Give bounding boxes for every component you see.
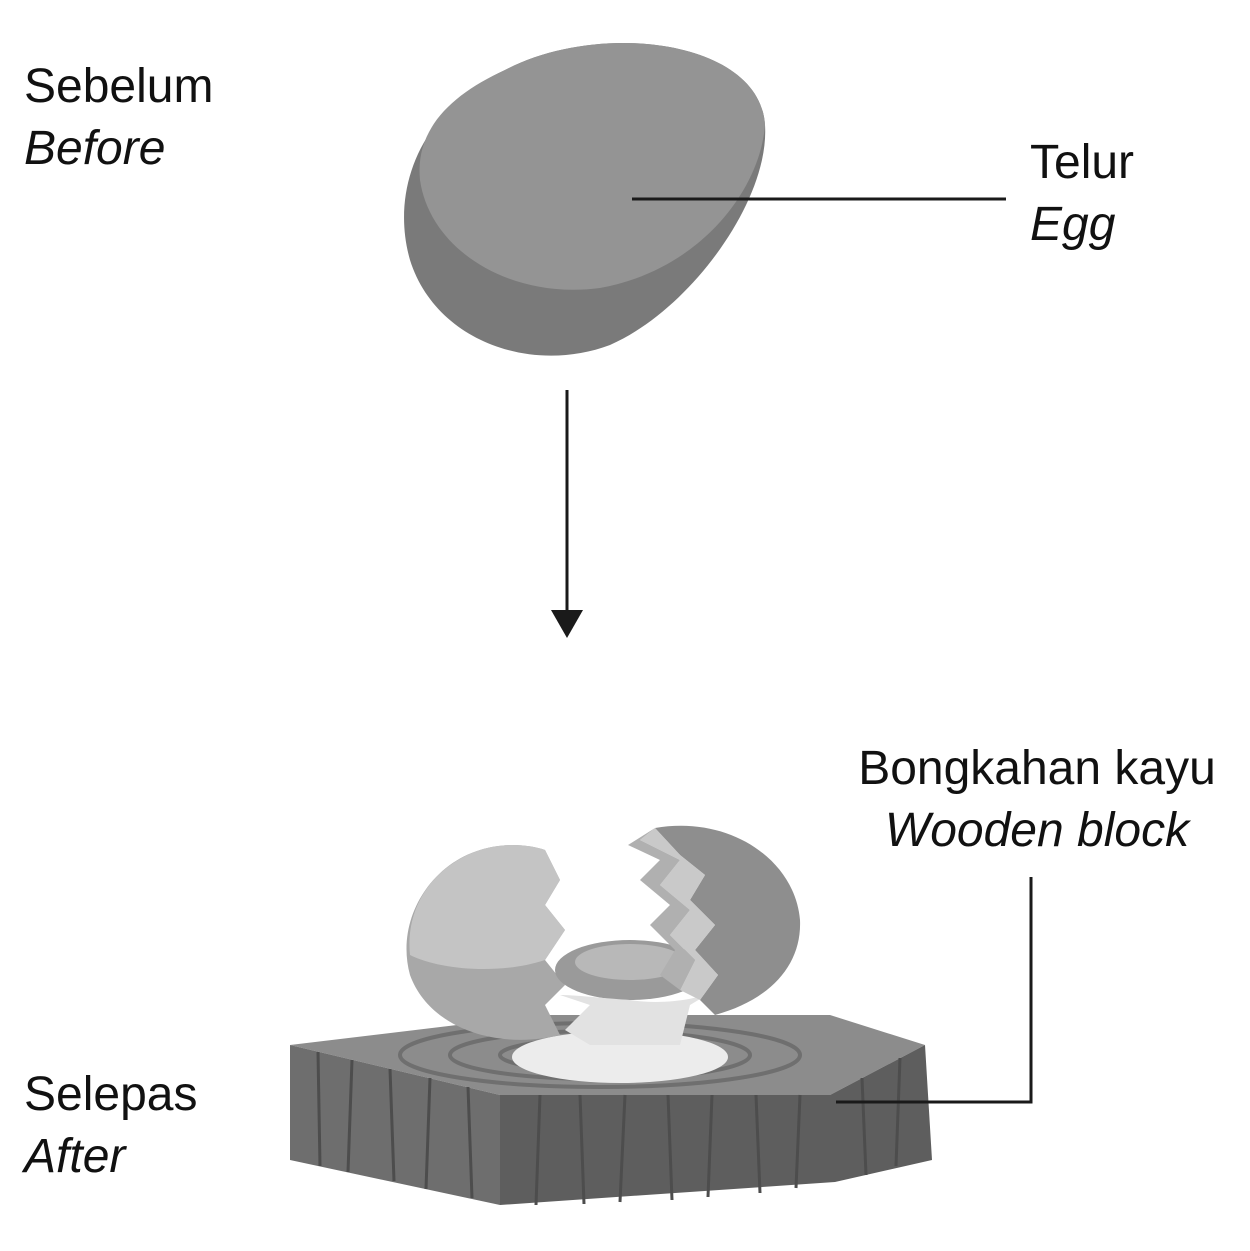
label-after-malay: Selepas — [24, 1068, 198, 1121]
drop-arrow — [551, 390, 583, 638]
label-wooden-block-malay: Bongkahan kayu — [858, 742, 1216, 795]
wooden-block-right-face — [500, 1045, 932, 1205]
label-egg: Telur Egg — [1030, 132, 1134, 256]
label-wooden-block: Bongkahan kayu Wooden block — [842, 738, 1232, 862]
label-before-malay: Sebelum — [24, 60, 214, 113]
left-shell-highlight — [409, 845, 565, 970]
label-egg-malay: Telur — [1030, 136, 1135, 189]
right-shell-edge — [628, 828, 695, 990]
broken-egg-illustration — [406, 825, 801, 1083]
label-after-english: After — [24, 1130, 126, 1183]
egg-highlight — [419, 42, 765, 290]
whole-egg-illustration — [404, 42, 766, 356]
right-shell-half — [655, 825, 801, 1015]
label-before: Sebelum Before — [24, 56, 213, 180]
label-after: Selepas After — [24, 1064, 197, 1188]
drop-arrow-head — [551, 610, 583, 638]
label-before-english: Before — [24, 122, 166, 175]
label-egg-english: Egg — [1030, 198, 1116, 251]
right-shell-inner — [640, 828, 718, 1000]
wooden-block-left-face — [290, 1045, 500, 1205]
wood-grain-lines — [316, 1051, 902, 1206]
label-wooden-block-english: Wooden block — [884, 804, 1190, 857]
egg-white-center — [560, 990, 715, 1045]
wooden-block-leader-line — [836, 877, 1033, 1104]
egg-yolk-highlight — [575, 944, 685, 980]
